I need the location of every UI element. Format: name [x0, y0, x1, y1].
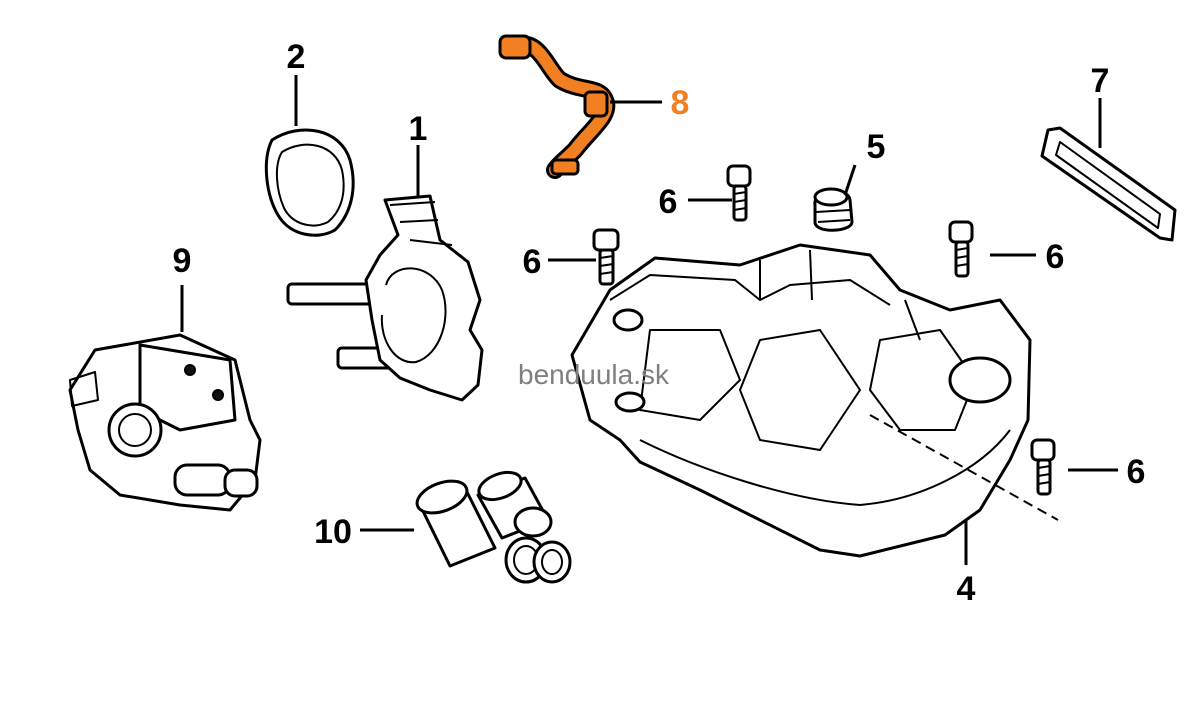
- part-6-screw-d[interactable]: [1030, 438, 1056, 496]
- part-7-gasket-strip[interactable]: [1040, 126, 1177, 242]
- part-6-screw-c[interactable]: [948, 220, 974, 278]
- part-8-fuel-hose[interactable]: [498, 34, 616, 179]
- callout-6a: 6: [659, 183, 678, 221]
- callout-8: 8: [671, 84, 690, 122]
- part-2-gasket[interactable]: [264, 128, 355, 237]
- part-4-housing[interactable]: [570, 243, 1032, 558]
- callout-4: 4: [957, 570, 976, 608]
- callout-6d: 6: [1127, 453, 1146, 491]
- part-6-screw-b[interactable]: [592, 228, 620, 286]
- part-9-carburetor[interactable]: [68, 333, 262, 512]
- part-1-intake-manifold[interactable]: [286, 194, 484, 402]
- callout-7: 7: [1091, 62, 1110, 100]
- callout-1: 1: [409, 110, 428, 148]
- watermark-text: benduula.sk: [518, 359, 670, 390]
- callout-10: 10: [314, 513, 352, 551]
- callout-9: 9: [173, 242, 192, 280]
- part-6-screw-a[interactable]: [726, 164, 752, 222]
- callout-5: 5: [867, 128, 886, 166]
- callout-6c: 6: [1046, 238, 1065, 276]
- part-10-tube-set[interactable]: [413, 467, 572, 584]
- leader-lines: [180, 75, 1118, 565]
- part-5-grommet[interactable]: [813, 187, 854, 232]
- callout-2: 2: [287, 38, 306, 76]
- callout-6b: 6: [523, 243, 542, 281]
